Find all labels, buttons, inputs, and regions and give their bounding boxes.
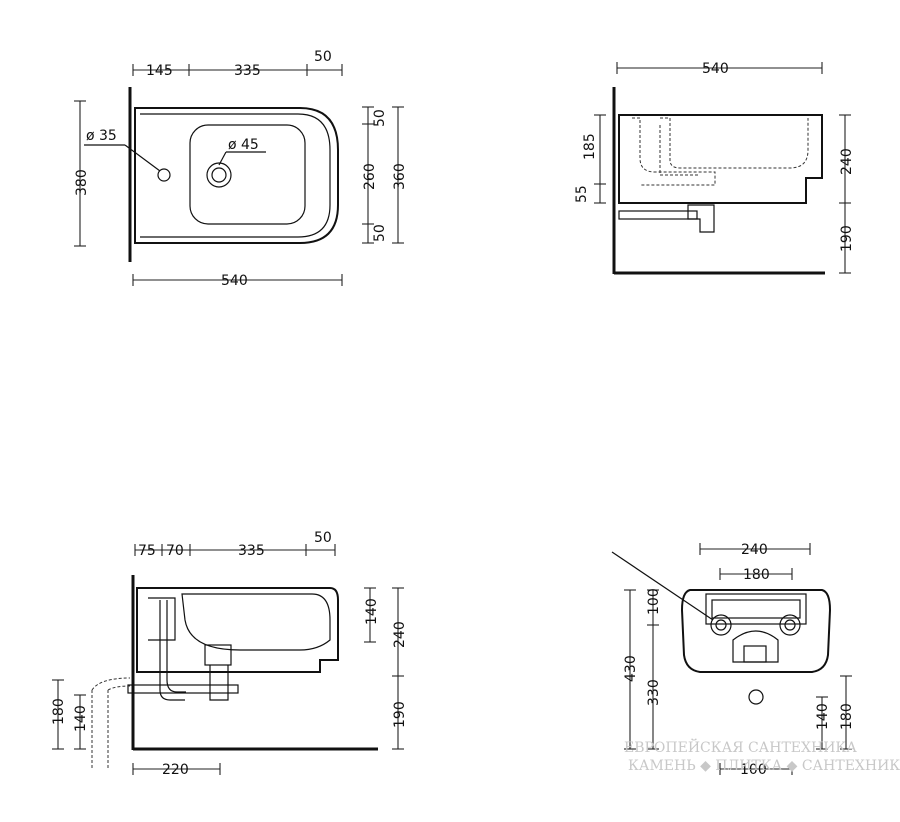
side-view: 540 185 55 240 190 <box>574 61 855 275</box>
dim-70: 70 <box>166 543 184 559</box>
dim-100-bottom: 100 <box>740 762 767 778</box>
dim-180: 180 <box>743 567 770 583</box>
dim-50-bottom: 50 <box>372 224 388 242</box>
dim-50-top: 50 <box>372 109 388 127</box>
dim-50: 50 <box>314 530 332 546</box>
dim-540-bottom: 540 <box>221 273 248 289</box>
waste-pipe <box>127 684 239 694</box>
dim-185: 185 <box>582 133 598 160</box>
rear-view: 240 180 100 430 330 140 180 100 <box>611 542 855 778</box>
outlet-area <box>732 630 779 663</box>
supply-pipe-1 <box>159 600 185 701</box>
dim-190: 190 <box>839 225 855 252</box>
dim-380: 380 <box>74 169 90 196</box>
bidet-rim <box>140 113 331 238</box>
dim-140: 140 <box>364 598 380 625</box>
dim-240: 240 <box>839 148 855 175</box>
waste-valve <box>204 644 232 666</box>
rear-panel <box>705 593 807 625</box>
basin-outline <box>189 124 306 225</box>
waste-pipe <box>618 210 698 220</box>
fixing-hole-right <box>779 614 801 636</box>
dim-50: 50 <box>314 49 332 65</box>
watermark-subtitle: КАМЕНЬ ◆ ПЛИТКА ◆ САНТЕХНИКА ◆ САУНЫ ◆ С… <box>628 758 900 774</box>
hole-35 <box>157 168 171 182</box>
internal-frame <box>148 597 176 641</box>
supply-pipe-2 <box>166 600 186 693</box>
callout-hole-45: ø 45 <box>228 137 259 153</box>
basin-section <box>181 593 331 651</box>
trap <box>209 665 229 701</box>
dim-430: 430 <box>623 655 639 682</box>
hole-45-inner <box>211 167 227 183</box>
leader-line <box>611 551 714 621</box>
dim-220: 220 <box>162 762 189 778</box>
dim-360: 360 <box>392 163 408 190</box>
dim-335: 335 <box>238 543 265 559</box>
siphon <box>687 204 715 233</box>
section-view: 75 70 335 50 140 240 190 180 140 220 <box>51 530 408 778</box>
dim-260: 260 <box>362 163 378 190</box>
top-view: 145 335 50 380 ø 35 ø 45 50 260 50 360 5… <box>74 49 408 289</box>
callout-hole-35: ø 35 <box>86 128 117 144</box>
dim-140-left: 140 <box>73 705 89 732</box>
dim-240: 240 <box>392 621 408 648</box>
dim-240: 240 <box>741 542 768 558</box>
dim-335: 335 <box>234 63 261 79</box>
bidet-section-outline <box>136 587 339 673</box>
hole-45-outer <box>206 162 232 188</box>
dim-55: 55 <box>574 185 590 203</box>
hidden-drain <box>91 677 131 770</box>
drain-hole <box>748 689 764 705</box>
hidden-internal <box>632 117 716 186</box>
dim-145: 145 <box>146 63 173 79</box>
fixing-hole-left <box>710 614 732 636</box>
dim-330: 330 <box>646 679 662 706</box>
watermark-title: ЕВРОПЕЙСКАЯ САНТЕХНИКА <box>624 737 857 756</box>
bidet-side-outline <box>618 114 823 204</box>
dim-190: 190 <box>392 701 408 728</box>
dim-140: 140 <box>815 703 831 730</box>
dim-540: 540 <box>702 61 729 77</box>
dim-100: 100 <box>646 588 662 615</box>
dim-180: 180 <box>51 698 67 725</box>
dim-75: 75 <box>138 543 156 559</box>
dim-180-right: 180 <box>839 703 855 730</box>
bidet-outline <box>134 107 339 244</box>
watermark: ЕВРОПЕЙСКАЯ САНТЕХНИКА КАМЕНЬ ◆ ПЛИТКА ◆… <box>624 737 900 774</box>
